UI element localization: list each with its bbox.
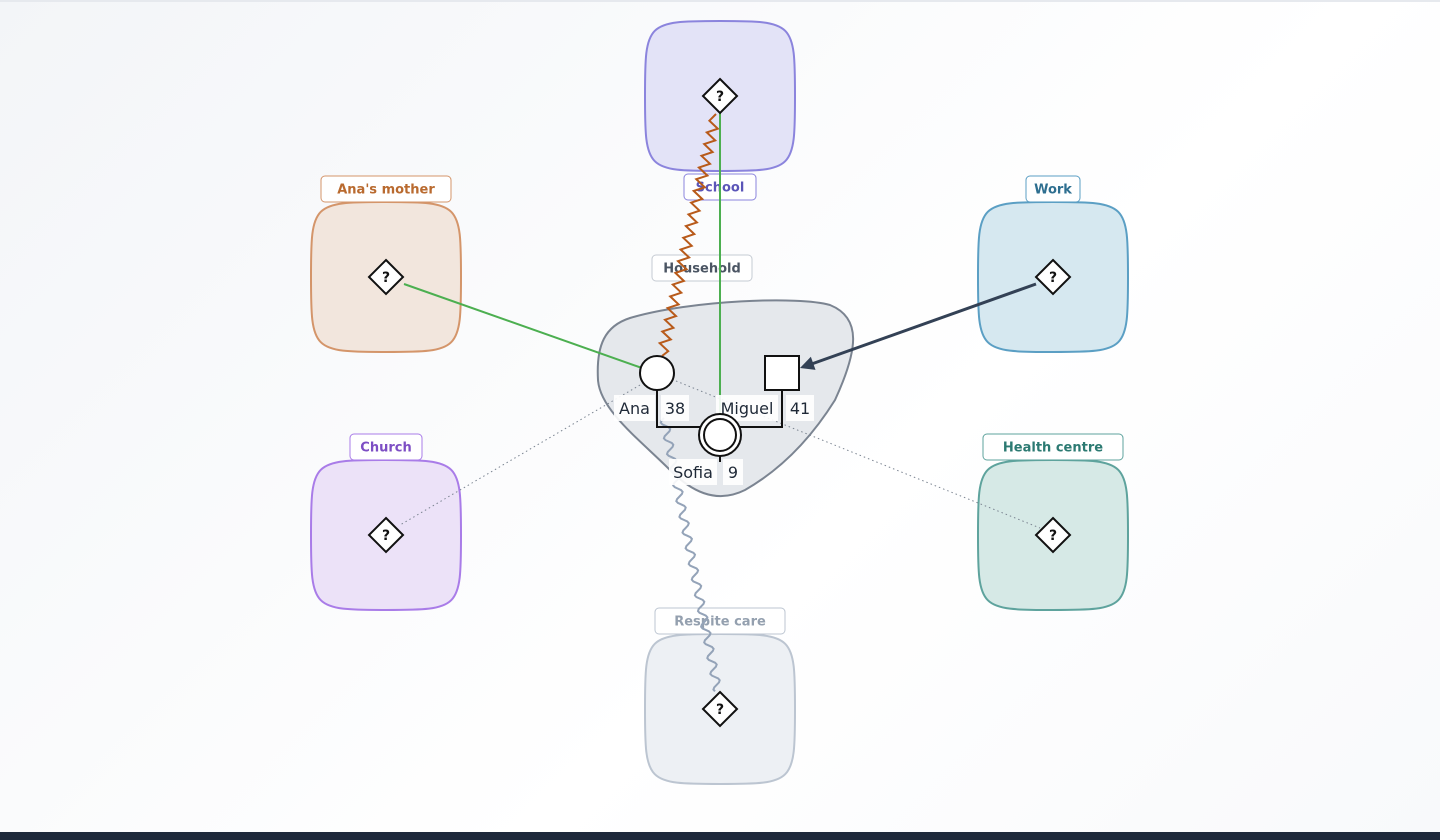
person-sofia[interactable]: Sofia 9	[669, 413, 743, 485]
sofia-name-tag: Sofia	[669, 459, 717, 485]
svg-text:Sofia: Sofia	[673, 463, 713, 482]
miguel-name-tag: Miguel	[716, 395, 778, 421]
bottom-bar	[0, 832, 1440, 840]
person-ana[interactable]: Ana 38	[614, 355, 689, 421]
work-unknown-icon[interactable]: ?	[1034, 258, 1072, 296]
svg-text:Health centre: Health centre	[1003, 441, 1103, 456]
svg-text:?: ?	[1049, 270, 1057, 286]
svg-text:?: ?	[1049, 528, 1057, 544]
svg-text:Church: Church	[360, 441, 411, 456]
respite-care-label: Respite care	[654, 607, 786, 635]
svg-text:?: ?	[382, 528, 390, 544]
health-centre-unknown-icon[interactable]: ?	[1034, 516, 1072, 554]
person-miguel[interactable]: Miguel 41	[716, 355, 814, 421]
male-symbol[interactable]	[764, 355, 800, 391]
svg-text:?: ?	[716, 89, 724, 105]
respite-care-unknown-icon[interactable]: ?	[701, 690, 739, 728]
svg-text:Ana's mother: Ana's mother	[337, 183, 435, 198]
svg-text:Work: Work	[1034, 183, 1072, 198]
svg-text:Ana: Ana	[619, 399, 650, 418]
work-energy-flow[interactable]	[805, 282, 1037, 368]
ana-age-tag: 38	[661, 395, 689, 421]
svg-text:Household: Household	[663, 262, 741, 277]
top-border	[0, 0, 1440, 2]
female-symbol[interactable]	[639, 355, 675, 391]
work-label: Work	[1025, 175, 1081, 203]
ana-name-tag: Ana	[614, 395, 655, 421]
anas-mother-unknown-icon[interactable]: ?	[367, 258, 405, 296]
church-unknown-icon[interactable]: ?	[367, 516, 405, 554]
svg-text:?: ?	[716, 702, 724, 718]
miguel-age-tag: 41	[786, 395, 814, 421]
school-unknown-icon[interactable]: ?	[701, 77, 739, 115]
svg-text:Respite care: Respite care	[674, 615, 766, 630]
sofia-age-tag: 9	[723, 459, 743, 485]
household-label: Household	[651, 254, 753, 282]
anas-mother-strong-tie[interactable]	[403, 283, 643, 369]
church-label: Church	[349, 433, 423, 461]
svg-text:9: 9	[728, 463, 738, 482]
health-centre-label: Health centre	[982, 433, 1124, 461]
school-stressful-tie[interactable]	[657, 113, 720, 357]
system-symbols: ??????	[367, 77, 1072, 728]
anas-mother-label: Ana's mother	[320, 175, 452, 203]
female-symbol	[703, 418, 737, 452]
svg-text:38: 38	[665, 399, 685, 418]
svg-text:Miguel: Miguel	[721, 399, 774, 418]
svg-text:41: 41	[790, 399, 810, 418]
church-weak-tie[interactable]	[399, 384, 641, 526]
arrowhead-icon	[800, 356, 816, 370]
svg-text:?: ?	[382, 270, 390, 286]
